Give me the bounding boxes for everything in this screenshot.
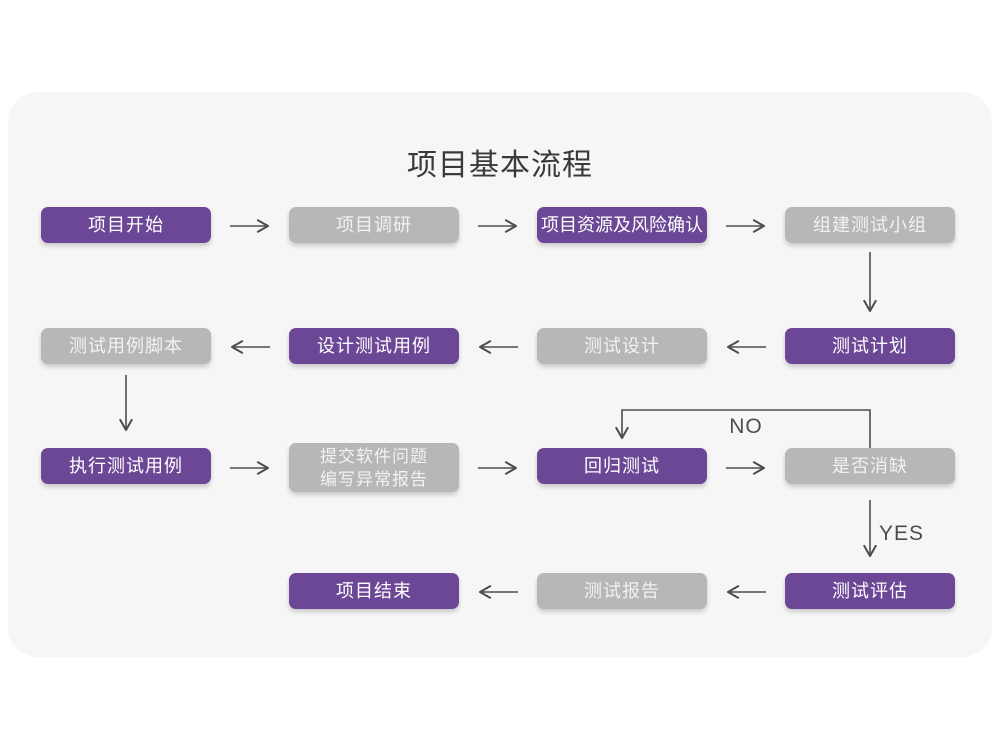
node-test-case-scripts: 测试用例脚本 bbox=[41, 328, 211, 364]
node-label: 测试评估 bbox=[832, 580, 908, 601]
node-project-research: 项目调研 bbox=[289, 207, 459, 243]
node-label: 项目开始 bbox=[88, 214, 164, 235]
node-label: 测试设计 bbox=[584, 335, 660, 356]
node-label: 测试计划 bbox=[832, 335, 908, 356]
node-label: 回归测试 bbox=[584, 455, 660, 476]
node-label: 项目结束 bbox=[336, 580, 412, 601]
node-label: 执行测试用例 bbox=[69, 455, 183, 476]
node-execute-test-cases: 执行测试用例 bbox=[41, 448, 211, 484]
node-label: 项目资源及风险确认 bbox=[541, 214, 703, 235]
node-design-test-cases: 设计测试用例 bbox=[289, 328, 459, 364]
node-test-plan: 测试计划 bbox=[785, 328, 955, 364]
node-label: 设计测试用例 bbox=[317, 335, 431, 356]
node-label: 测试用例脚本 bbox=[69, 335, 183, 356]
node-resource-risk-confirm: 项目资源及风险确认 bbox=[537, 207, 707, 243]
node-submit-issues-report: 提交软件问题 编写异常报告 bbox=[289, 443, 459, 492]
node-label: 项目调研 bbox=[336, 214, 412, 235]
node-label: 测试报告 bbox=[584, 580, 660, 601]
node-defect-resolved: 是否消缺 bbox=[785, 448, 955, 484]
node-test-design: 测试设计 bbox=[537, 328, 707, 364]
node-test-evaluation: 测试评估 bbox=[785, 573, 955, 609]
page-title: 项目基本流程 bbox=[407, 149, 593, 182]
node-test-report: 测试报告 bbox=[537, 573, 707, 609]
branch-label-yes: YES bbox=[879, 522, 925, 545]
branch-label-no: NO bbox=[729, 415, 763, 438]
node-project-start: 项目开始 bbox=[41, 207, 211, 243]
node-label: 组建测试小组 bbox=[813, 214, 927, 235]
node-project-end: 项目结束 bbox=[289, 573, 459, 609]
node-label-line2: 编写异常报告 bbox=[320, 469, 428, 489]
flowchart-card bbox=[8, 92, 992, 657]
node-build-test-team: 组建测试小组 bbox=[785, 207, 955, 243]
node-label-line1: 提交软件问题 bbox=[320, 446, 428, 466]
node-regression-test: 回归测试 bbox=[537, 448, 707, 484]
node-label: 是否消缺 bbox=[832, 455, 908, 476]
